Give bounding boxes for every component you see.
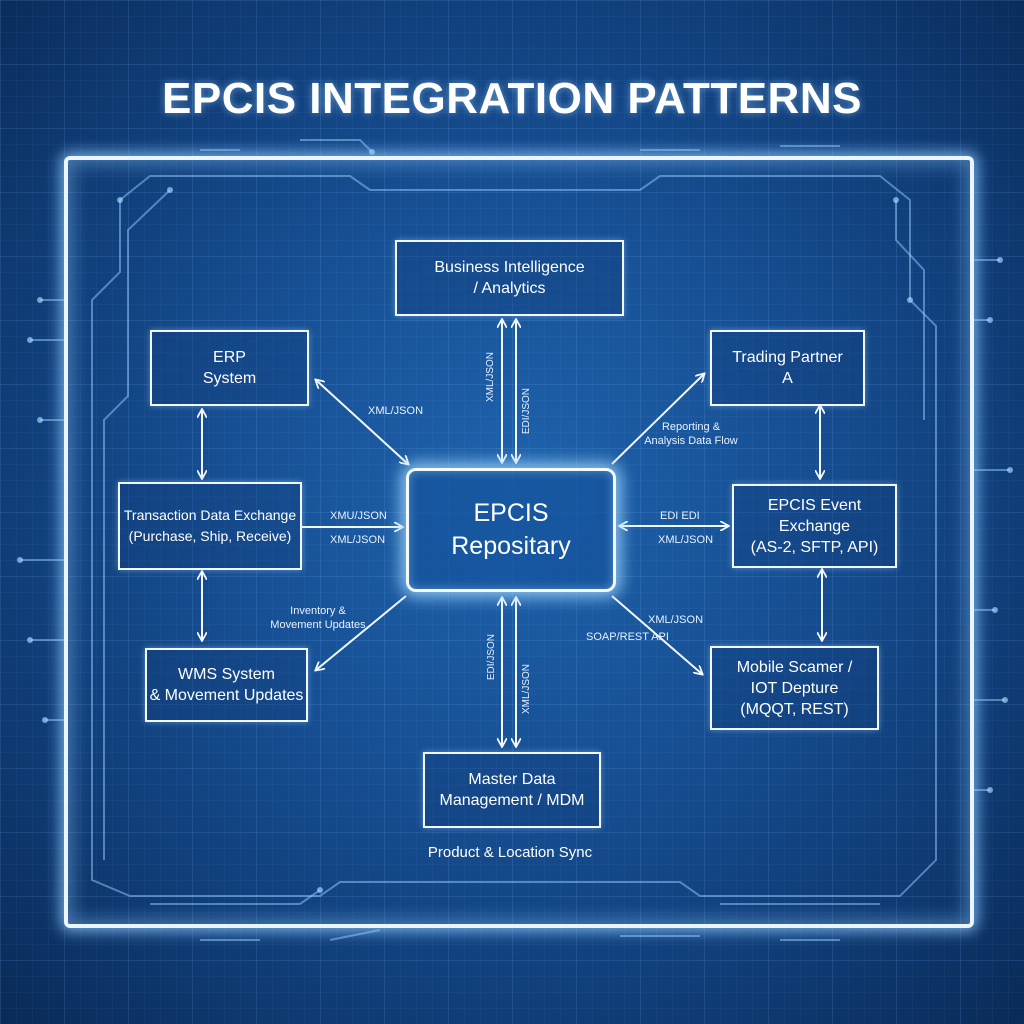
node-mobile-scanner[interactable]: Mobile Scamer / IOT Depture (MQQT, REST) — [710, 646, 879, 730]
label-line: Reporting & — [661, 421, 721, 433]
node-label: A — [782, 370, 793, 387]
transaction-link-label-bottom: XML/JSON — [330, 534, 386, 546]
hub-label: EPCIS — [473, 499, 549, 527]
erp-link-label: XML/JSON — [368, 405, 424, 417]
node-label: Business Intelligence — [434, 259, 585, 276]
node-label: ERP — [213, 349, 246, 366]
node-epcis-event-exchange[interactable]: EPCIS Event Exchange (AS-2, SFTP, API) — [732, 484, 897, 568]
label-line: Movement Updates — [270, 619, 366, 631]
mdm-caption: Product & Location Sync — [427, 844, 593, 861]
node-label: Management / MDM — [439, 792, 585, 809]
node-label: & Movement Updates — [149, 687, 304, 704]
node-trading-partner[interactable]: Trading Partner A — [710, 330, 865, 406]
node-transaction-exchange[interactable]: Transaction Data Exchange (Purchase, Shi… — [118, 482, 302, 570]
hub-label: Repositary — [451, 532, 571, 560]
node-label: Exchange — [778, 517, 851, 535]
inventory-updates-label: Inventory & Movement Updates — [268, 604, 368, 632]
arrow-erp-hub — [316, 380, 408, 464]
mdm-link-label-right: XML/JSON — [521, 664, 532, 715]
epcis-repository-hub[interactable]: EPCIS Repositary — [406, 468, 616, 592]
bi-link-label-right: EDI/JSON — [521, 388, 532, 435]
node-erp-system[interactable]: ERP System — [150, 330, 309, 406]
label-line: Inventory & — [290, 605, 346, 617]
node-label: IOT Depture — [750, 679, 839, 697]
diagram-frame — [64, 156, 974, 928]
node-label: Trading Partner — [732, 349, 843, 366]
event-link-label-bottom: XML/JSON — [658, 534, 714, 546]
node-label: (AS-2, SFTP, API) — [750, 538, 879, 556]
node-business-intelligence[interactable]: Business Intelligence / Analytics — [395, 240, 624, 316]
arrow-hub-trading — [611, 374, 704, 465]
node-master-data-management[interactable]: Master Data Management / MDM — [423, 752, 601, 828]
node-label: System — [202, 370, 257, 387]
mobile-link-label-bottom: SOAP/REST API — [586, 631, 669, 643]
bi-link-label-left: XML/JSON — [485, 352, 496, 403]
node-label: Master Data — [468, 771, 556, 788]
reporting-flow-label: Reporting & Analysis Data Flow — [632, 420, 750, 448]
label-line: Analysis Data Flow — [644, 435, 738, 447]
node-wms-system[interactable]: WMS System & Movement Updates — [145, 648, 308, 722]
transaction-link-label-top: XMU/JSON — [330, 510, 387, 522]
node-label: (Purchase, Ship, Receive) — [128, 528, 292, 544]
node-label: (MQQT, REST) — [740, 700, 849, 718]
arrow-hub-mobile — [611, 595, 702, 674]
node-label: WMS System — [178, 666, 275, 683]
mobile-link-label-top: XML/JSON — [648, 614, 704, 626]
node-label: Mobile Scamer / — [736, 658, 853, 676]
event-link-label-top: EDI EDI — [660, 510, 700, 522]
node-label: Transaction Data Exchange — [123, 507, 297, 523]
arrow-hub-wms — [316, 595, 407, 670]
mdm-link-label-left: EDI/JSON — [486, 634, 497, 681]
node-label: EPCIS Event — [767, 496, 862, 514]
node-label: / Analytics — [473, 280, 546, 297]
page-title: EPCIS INTEGRATION PATTERNS — [162, 74, 862, 123]
